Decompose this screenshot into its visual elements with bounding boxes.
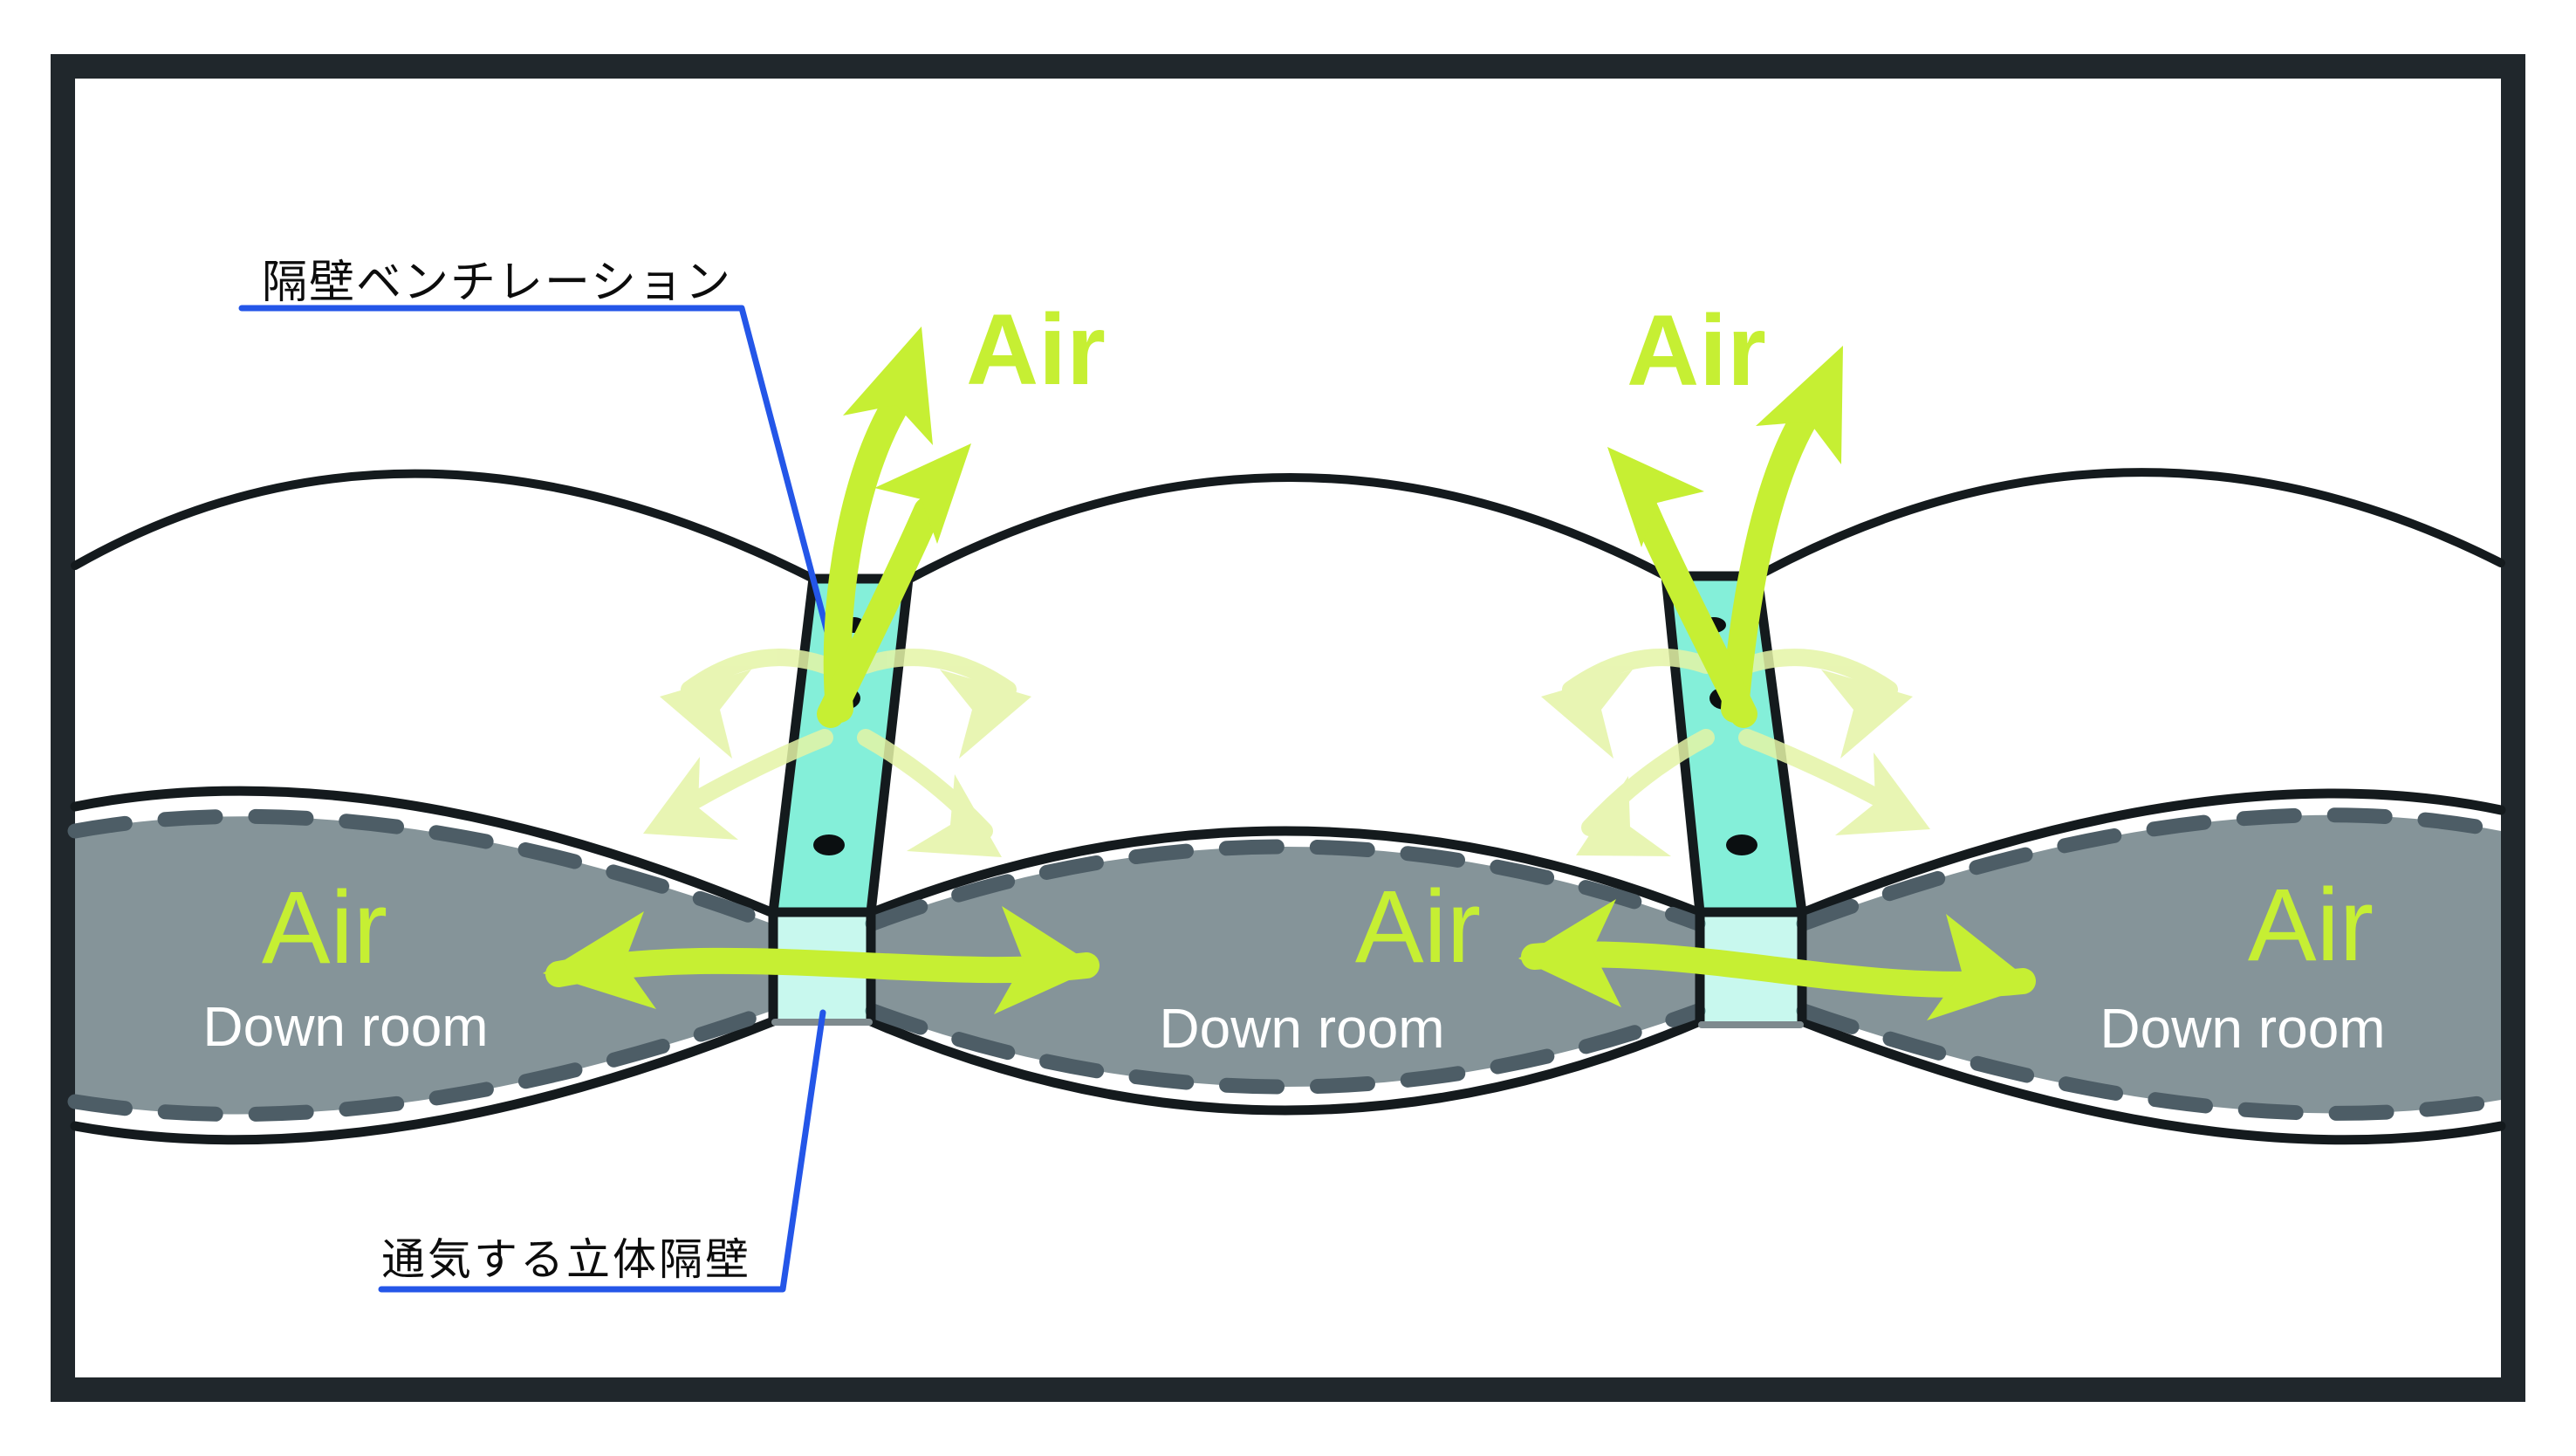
chamber-air-label: Air <box>2248 868 2374 983</box>
down-chamber-middle: Air Down room <box>865 826 1706 1116</box>
upper-arc-middle <box>904 473 1670 584</box>
air-exit-arrows-left-baffle <box>817 326 971 728</box>
air-arrow-tail <box>823 386 913 723</box>
diffusion-arrow-tail <box>681 649 833 698</box>
cross-flow-arrowhead-left <box>543 911 656 1009</box>
chamber-dashed-border-bottom <box>865 1003 1706 1095</box>
chamber-outline-bottom <box>1797 1016 2506 1145</box>
air-exit-arrows-right-baffle <box>1607 346 1843 728</box>
chamber-outline-bottom <box>70 1016 778 1145</box>
air-arrowhead-up <box>843 326 933 445</box>
chamber-outline-top <box>1797 788 2506 918</box>
diffusion-arrows-right-baffle <box>1541 649 1930 856</box>
cross-flow-arrowhead-left <box>1518 899 1621 1007</box>
chamber-room-label: Down room <box>202 995 488 1058</box>
diffusion-arrow-tail <box>1581 729 1715 836</box>
down-chamber-right: Air Down room <box>1796 788 2509 1145</box>
cross-flow-tail <box>545 947 1100 987</box>
chamber-fill <box>1804 814 2501 1114</box>
chamber-room-label: Down room <box>2100 997 2385 1060</box>
chamber-fill <box>873 847 1698 1087</box>
cross-flow-arrowhead-right <box>994 906 1098 1014</box>
diffusion-arrowhead-lower-right <box>907 774 1002 857</box>
air-arrowhead-up-right <box>874 443 971 544</box>
cross-flow-arrow-left <box>543 906 1100 1014</box>
diffusion-arrowhead-lower-left <box>643 757 738 840</box>
air-arrow-tail <box>1721 388 1829 723</box>
diffusion-arrow-tail <box>857 649 1017 698</box>
diffusion-arrowhead-upper-right <box>1821 670 1913 759</box>
upper-arc-left <box>71 469 818 583</box>
cross-flow-arrowhead-right <box>1927 914 2035 1020</box>
diffusion-arrows-left-baffle <box>643 649 1031 857</box>
diffusion-arrow-tail <box>1738 649 1898 698</box>
callout-leader-bottom <box>378 1009 826 1293</box>
ventilation-hole <box>813 834 845 855</box>
air-arrow-tail <box>817 497 942 728</box>
chamber-room-label: Down room <box>1159 997 1444 1060</box>
diffusion-arrowhead-upper-left <box>660 670 751 759</box>
air-label-top-right: Air <box>1627 295 1766 407</box>
down-chamber-left: Air Down room <box>67 786 779 1145</box>
callout-leader-top <box>238 305 848 702</box>
chamber-outline-top <box>70 786 778 918</box>
chamber-fill <box>75 816 771 1115</box>
diffusion-arrowhead-lower-right <box>1835 752 1930 835</box>
upper-fabric-arcs <box>71 468 2505 584</box>
chamber-air-label: Air <box>1355 869 1481 985</box>
chamber-outline-bottom <box>866 1016 1705 1116</box>
air-arrow-tail <box>1631 497 1757 728</box>
chamber-dashed-border-top <box>1796 807 2509 931</box>
diffusion-arrow-tail <box>1562 649 1715 698</box>
chamber-outline-top <box>866 826 1705 918</box>
chamber-dashed-border-bottom <box>67 1003 779 1122</box>
diffusion-arrowhead-lower-left <box>1576 776 1671 856</box>
border-frame <box>51 54 2525 1402</box>
chamber-dashed-border-top <box>67 808 779 931</box>
chamber-air-label: Air <box>262 870 387 986</box>
ventilation-hole <box>1726 834 1757 855</box>
callout-label-breathable-baffle: 通気する立体隔壁 <box>381 1235 751 1284</box>
cross-flow-arrow-right <box>1518 899 2036 1020</box>
air-arrowhead-up <box>1756 346 1843 464</box>
callout-label-baffle-ventilation: 隔壁ベンチレーション <box>262 258 732 308</box>
chamber-dashed-border-top <box>865 839 1706 931</box>
diffusion-arrowhead-upper-right <box>940 670 1031 759</box>
air-arrowhead-up-left <box>1607 447 1704 547</box>
diffusion-arrowhead-upper-left <box>1541 670 1633 759</box>
upper-arc-right <box>1753 468 2505 580</box>
chamber-dashed-border-bottom <box>1796 1003 2509 1121</box>
air-label-top-left: Air <box>966 294 1106 406</box>
